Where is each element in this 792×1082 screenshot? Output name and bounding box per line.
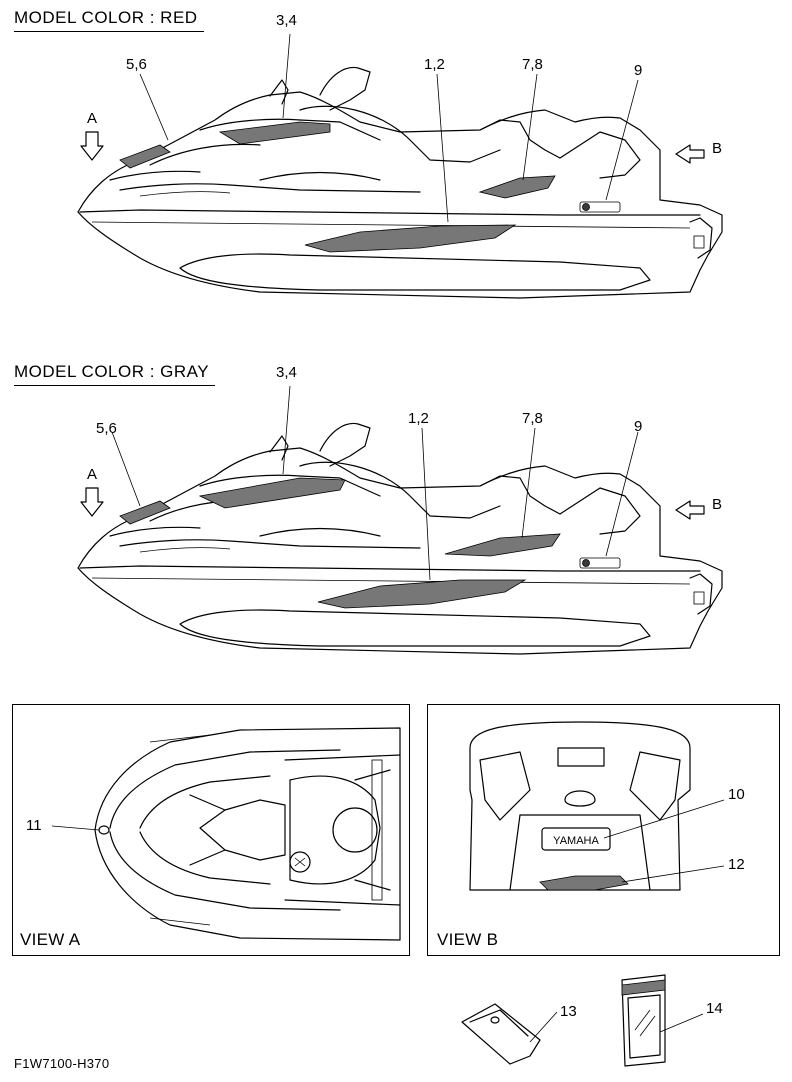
callout-gray-7-8: 7,8	[522, 410, 543, 427]
callout-red-5-6: 5,6	[126, 56, 147, 73]
callout-red-3-4: 3,4	[276, 12, 297, 29]
loose-part-13-drawing	[461, 1003, 558, 1065]
yamaha-badge-text: YAMAHA	[553, 835, 599, 847]
heading-text: MODEL COLOR : GRAY	[14, 362, 210, 381]
view-a-drawing	[51, 727, 401, 941]
watercraft-gray	[77, 385, 723, 655]
view-a-label: VIEW A	[20, 930, 81, 949]
callout-red-view-b-arrow: B	[712, 140, 723, 157]
callout-red-7-8: 7,8	[522, 56, 543, 73]
view-b-label: VIEW B	[437, 930, 499, 949]
callout-red-1-2: 1,2	[424, 56, 445, 73]
heading-model-color-gray: MODEL COLOR : GRAY	[14, 362, 216, 386]
callout-gray-5-6: 5,6	[96, 420, 117, 437]
callout-11: 11	[26, 817, 42, 834]
callout-gray-9: 9	[634, 418, 643, 435]
callout-13: 13	[560, 1003, 577, 1020]
callout-12: 12	[728, 856, 745, 873]
callout-14: 14	[706, 1000, 723, 1017]
callout-red-9: 9	[634, 62, 643, 79]
callout-red-view-a-arrow: A	[87, 110, 98, 127]
callout-10: 10	[728, 786, 745, 803]
watercraft-red	[77, 33, 723, 299]
callout-gray-1-2: 1,2	[408, 410, 429, 427]
diagram-code: F1W7100-H370	[14, 1056, 110, 1071]
heading-model-color-red: MODEL COLOR : RED	[14, 8, 204, 32]
callout-gray-view-a-arrow: A	[87, 466, 98, 483]
view-b-drawing: YAMAHA	[469, 721, 725, 891]
callout-gray-3-4: 3,4	[276, 364, 297, 381]
heading-text: MODEL COLOR : RED	[14, 8, 198, 27]
loose-part-14-drawing	[621, 974, 704, 1067]
callout-gray-view-b-arrow: B	[712, 496, 723, 513]
view-b-box	[427, 704, 780, 956]
view-a-box	[12, 704, 410, 956]
